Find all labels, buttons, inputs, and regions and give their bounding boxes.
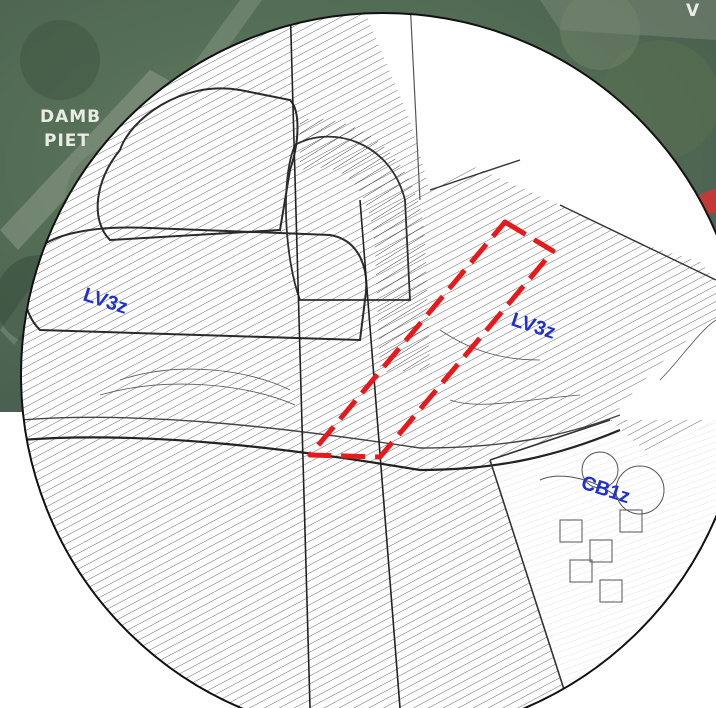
aerial-corner-label: V xyxy=(686,1,700,21)
aerial-label-line1: DAMB xyxy=(40,107,101,127)
site-boundary-outline xyxy=(307,219,556,460)
aerial-label-line2: PIET xyxy=(44,131,90,151)
building-footprint-drawing xyxy=(539,451,665,603)
